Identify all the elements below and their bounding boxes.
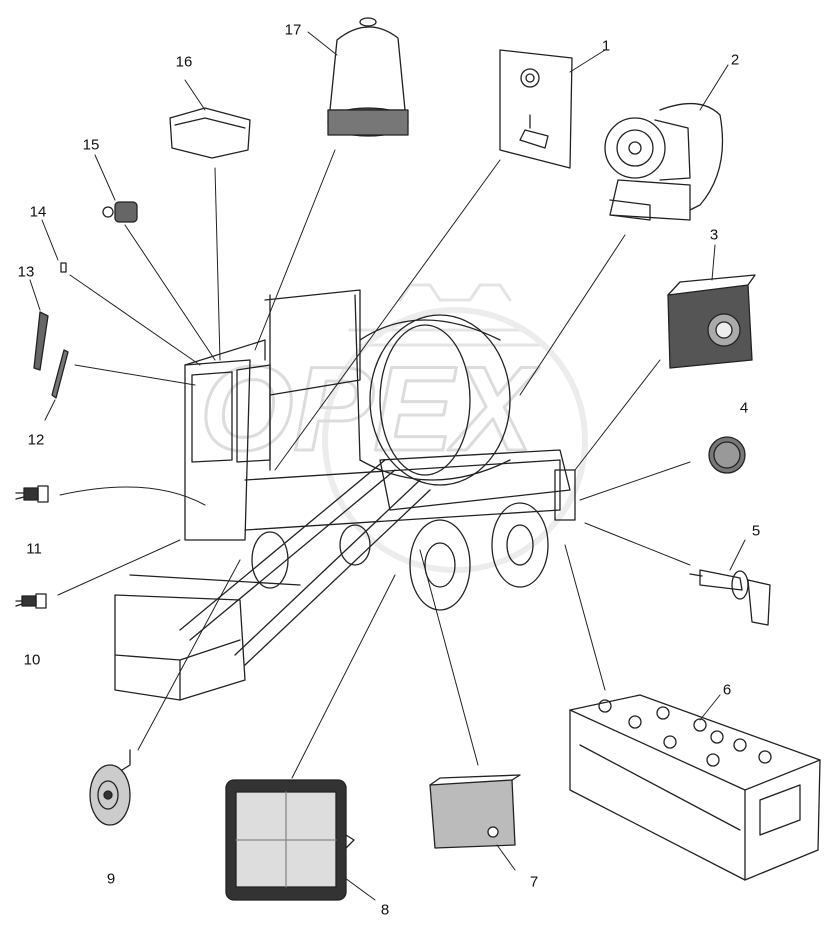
label-part-16: 16 xyxy=(175,53,193,71)
label-part-13: 13 xyxy=(17,263,35,281)
pressure-switch-icon xyxy=(15,593,47,609)
wiper-motor-icon xyxy=(604,102,724,221)
interior-lamp-icon xyxy=(169,107,251,159)
label-part-6: 6 xyxy=(722,681,732,699)
label-part-12: 12 xyxy=(27,431,45,449)
label-part-4: 4 xyxy=(739,399,749,417)
horn-icon xyxy=(89,749,131,826)
reflector-icon xyxy=(708,436,746,474)
wiper-arm-icon xyxy=(33,311,49,371)
side-indicator-lamp-icon xyxy=(429,774,521,849)
work-lamp-icon xyxy=(225,779,355,901)
label-part-17: 17 xyxy=(284,21,302,39)
label-part-15: 15 xyxy=(82,136,100,154)
wiper-blade-icon xyxy=(51,349,69,399)
label-part-7: 7 xyxy=(529,873,539,891)
label-part-8: 8 xyxy=(380,901,390,919)
rear-lamp-icon xyxy=(667,274,756,369)
label-part-9: 9 xyxy=(106,870,116,888)
temperature-sender-icon xyxy=(15,485,49,503)
ignition-switch-icon xyxy=(689,569,771,626)
label-part-2: 2 xyxy=(730,51,740,69)
label-part-5: 5 xyxy=(751,522,761,540)
label-part-1: 1 xyxy=(601,37,611,55)
switch-panel-icon xyxy=(499,49,573,169)
beacon-lamp-icon xyxy=(327,17,409,137)
leader-lines xyxy=(29,31,746,901)
battery-icon xyxy=(569,694,821,881)
fuse-icon xyxy=(60,262,67,273)
label-part-14: 14 xyxy=(29,203,47,221)
bulb-socket-icon xyxy=(102,201,138,223)
label-part-11: 11 xyxy=(26,540,42,558)
mixer-machine xyxy=(114,289,576,701)
label-part-3: 3 xyxy=(709,226,719,244)
label-part-10: 10 xyxy=(23,651,41,669)
